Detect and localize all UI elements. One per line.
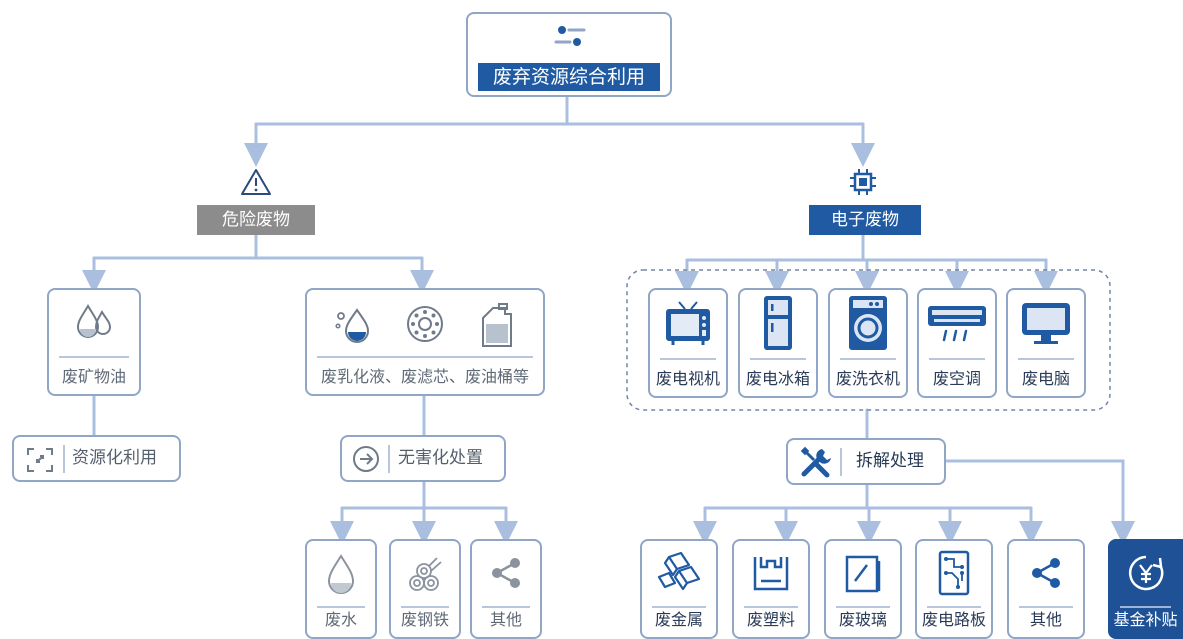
waste-circuit-label: 废电路板: [921, 610, 986, 629]
tv-icon: [663, 298, 713, 352]
tools-icon: [800, 446, 832, 482]
drops-icon: [72, 302, 116, 346]
circuit-board-icon: [934, 549, 974, 601]
expand-icon: [26, 447, 54, 477]
metal-bars-icon: [655, 551, 703, 599]
waste-computer-label: 废电脑: [1021, 369, 1070, 388]
root-title: 废弃资源综合利用: [478, 63, 660, 91]
waste-plastic-card: 废塑料: [732, 539, 810, 639]
arrow-circle-icon: [352, 445, 380, 477]
waste-steel-card: 废钢铁: [389, 539, 461, 639]
reuse-node: 资源化利用: [12, 435, 181, 482]
fund-subsidy-card: 基金补贴: [1108, 539, 1183, 639]
reuse-label: 资源化利用: [72, 448, 157, 468]
waste-washer-label: 废洗衣机: [835, 369, 900, 388]
dismantle-label: 拆解处理: [856, 451, 924, 471]
oil-can-icon: [475, 302, 519, 354]
chip-icon: [848, 167, 878, 197]
sliders-icon: [550, 22, 590, 52]
harmless-disposal-label: 无害化处置: [398, 448, 483, 468]
waste-washer-card: 废洗衣机: [828, 288, 908, 398]
fridge-icon: [758, 294, 798, 356]
waste-water-label: 废水: [324, 610, 357, 629]
waste-glass-card: 废玻璃: [824, 539, 902, 639]
hazardous-other-card: 其他: [470, 539, 542, 639]
plastic-icon: [751, 553, 791, 599]
drops-icon: [331, 302, 375, 354]
glass-icon: [843, 553, 883, 599]
waste-tv-card: 废电视机: [648, 288, 728, 398]
waste-fridge-label: 废电冰箱: [745, 369, 810, 388]
waste-water-card: 废水: [305, 539, 377, 639]
mixed-waste-card: 废乳化液、废滤芯、废油桶等: [305, 288, 545, 396]
electronic-other-card: 其他: [1007, 539, 1085, 639]
filter-icon: [403, 302, 447, 354]
warning-icon: [240, 167, 272, 197]
mineral-oil-card: 废矿物油: [47, 288, 141, 396]
water-drop-icon: [325, 553, 357, 599]
waste-ac-card: 废空调: [917, 288, 997, 398]
share-icon: [1028, 555, 1064, 595]
monitor-icon: [1019, 300, 1073, 350]
hazardous-title: 危险废物: [197, 205, 315, 235]
hazardous-other-label: 其他: [489, 610, 522, 629]
waste-computer-card: 废电脑: [1006, 288, 1086, 398]
share-icon: [488, 555, 524, 595]
dismantle-node: 拆解处理: [786, 438, 946, 485]
waste-glass-label: 废玻璃: [838, 610, 887, 629]
waste-metal-label: 废金属: [654, 610, 703, 629]
root-node: 废弃资源综合利用: [466, 12, 672, 97]
waste-plastic-label: 废塑料: [746, 610, 795, 629]
mineral-oil-label: 废矿物油: [61, 367, 126, 386]
steel-pipes-icon: [405, 553, 445, 599]
waste-metal-card: 废金属: [640, 539, 718, 639]
washer-icon: [846, 294, 890, 356]
electronic-title: 电子废物: [809, 205, 921, 235]
waste-circuit-card: 废电路板: [915, 539, 993, 639]
waste-steel-label: 废钢铁: [400, 610, 449, 629]
waste-ac-label: 废空调: [932, 369, 981, 388]
yen-icon: [1126, 553, 1166, 597]
mixed-waste-label: 废乳化液、废滤芯、废油桶等: [320, 367, 529, 386]
harmless-disposal-node: 无害化处置: [340, 435, 506, 482]
fund-subsidy-label: 基金补贴: [1113, 610, 1178, 629]
waste-fridge-card: 废电冰箱: [738, 288, 818, 398]
air-conditioner-icon: [926, 300, 988, 348]
waste-tv-label: 废电视机: [655, 369, 720, 388]
electronic-other-label: 其他: [1029, 610, 1062, 629]
